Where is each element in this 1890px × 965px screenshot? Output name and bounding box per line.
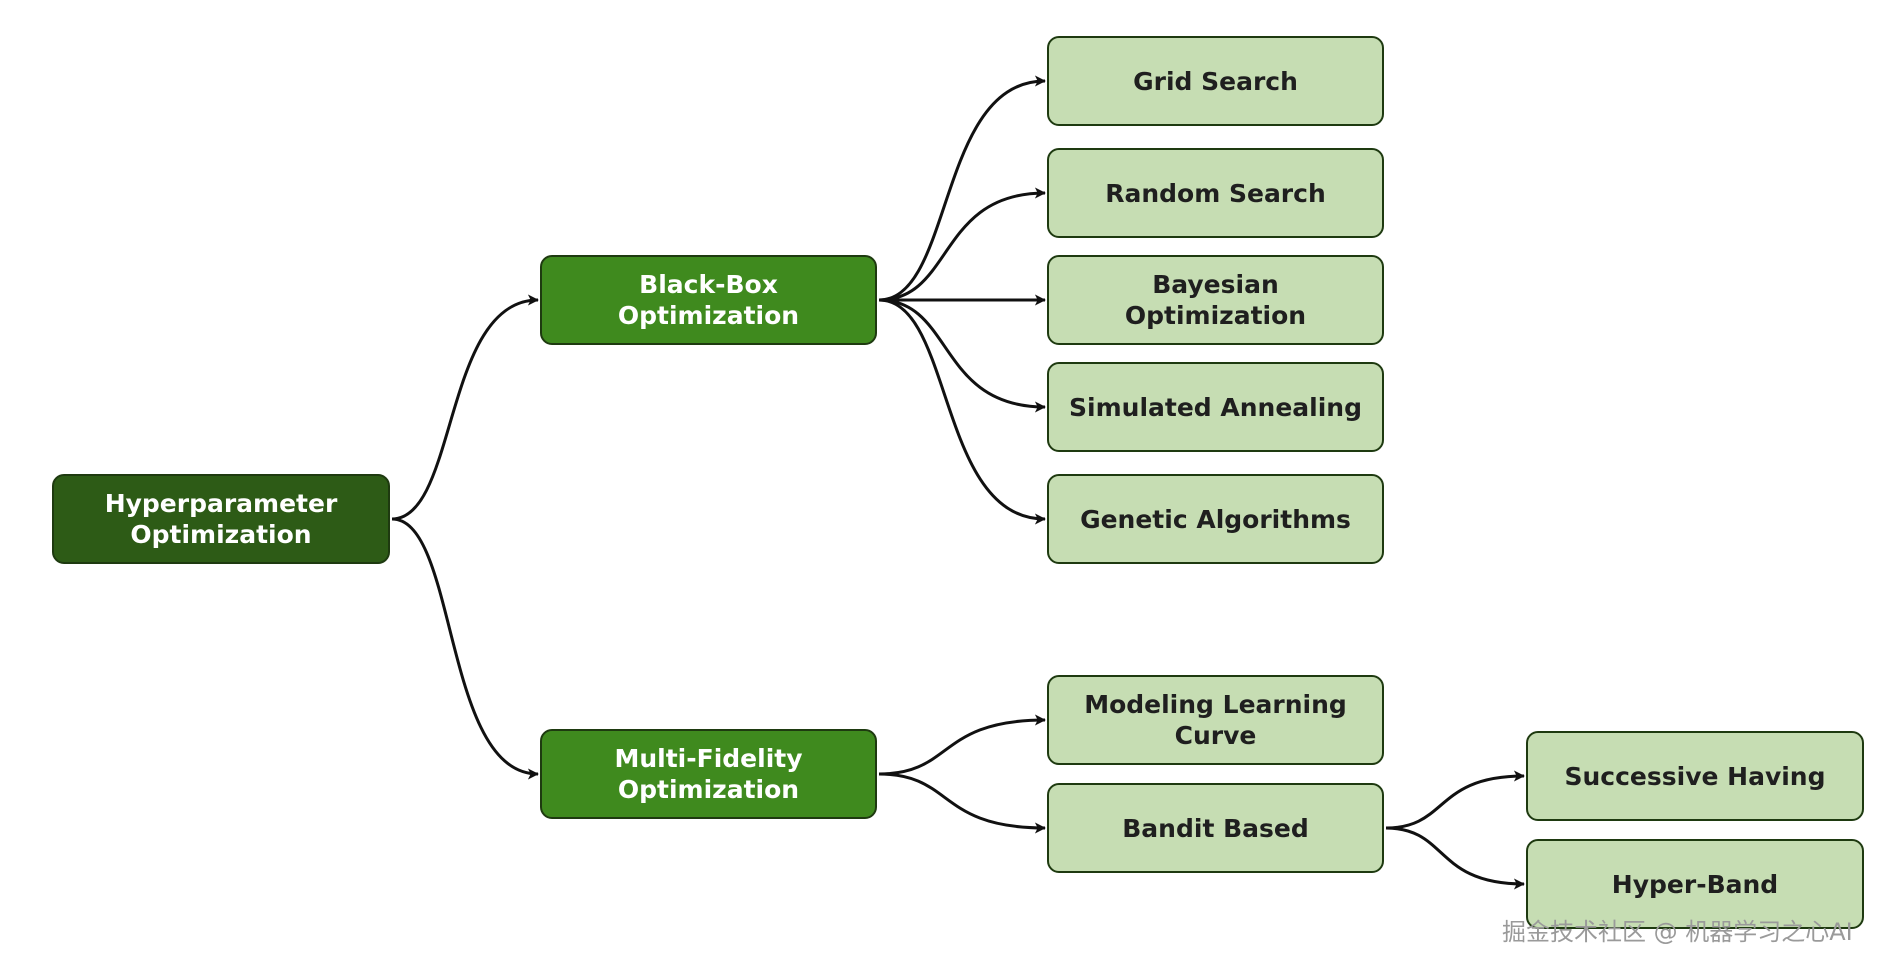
node-successive-having: Successive Having	[1526, 731, 1864, 821]
node-hyperparameter-optimization: Hyperparameter Optimization	[52, 474, 390, 564]
edge-root-to-multi_fidelity	[391, 517, 539, 780]
edge-root-to-black_box	[391, 294, 539, 521]
node-genetic-algorithms: Genetic Algorithms	[1047, 474, 1384, 564]
watermark-text: 掘金技术社区 @ 机器学习之心AI	[1502, 918, 1853, 946]
node-simulated-annealing: Simulated Annealing	[1047, 362, 1384, 452]
edge-black_box-to-genetic	[878, 298, 1046, 525]
node-multi-fidelity-optimization: Multi-Fidelity Optimization	[540, 729, 877, 819]
node-grid-search: Grid Search	[1047, 36, 1384, 126]
node-hyper-band: Hyper-Band	[1526, 839, 1864, 929]
node-modeling-learning-curve: Modeling Learning Curve	[1047, 675, 1384, 765]
node-bandit-based: Bandit Based	[1047, 783, 1384, 873]
node-random-search: Random Search	[1047, 148, 1384, 238]
edge-bandit-to-successive_halving	[1385, 770, 1525, 830]
edge-black_box-to-simulated_annealing	[878, 298, 1046, 413]
edge-black_box-to-grid_search	[878, 75, 1046, 302]
edge-multi_fidelity-to-bandit	[878, 772, 1046, 834]
node-black-box-optimization: Black-Box Optimization	[540, 255, 877, 345]
edge-multi_fidelity-to-learning_curve	[878, 714, 1046, 776]
node-bayesian-optimization: Bayesian Optimization	[1047, 255, 1384, 345]
edge-black_box-to-random_search	[878, 187, 1046, 302]
edge-bandit-to-hyper_band	[1385, 826, 1525, 890]
